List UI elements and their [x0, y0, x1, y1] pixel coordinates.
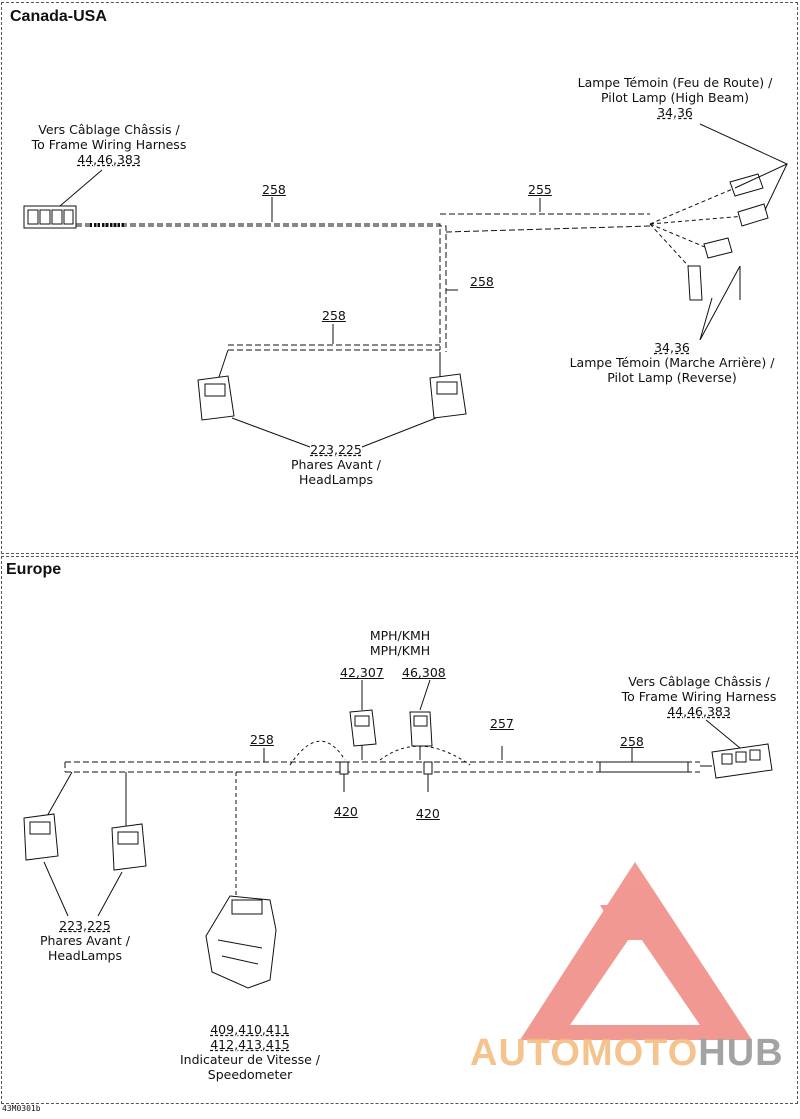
- frame-harness-label-bottom: Vers Câblage Châssis / To Frame Wiring H…: [604, 674, 794, 719]
- harness-europe: [64, 761, 700, 773]
- headlamps-en-top: HeadLamps: [299, 472, 373, 487]
- reverse-fr: Lampe Témoin (Marche Arrière) /: [569, 355, 775, 370]
- frame-harness-connector-bottom: [711, 743, 773, 779]
- wire-label-258-a: 258: [262, 182, 286, 197]
- speedometer-ref-1: 409,410,411: [210, 1022, 290, 1037]
- mph-label-b: MPH/KMH: [369, 643, 431, 658]
- sensor-a-ref: 42,307: [340, 665, 384, 680]
- harness-255: [440, 213, 651, 233]
- harness-258-main: [76, 223, 447, 352]
- watermark-auto: AUTO: [470, 1032, 581, 1074]
- frame-harness-fr: Vers Câblage Châssis /: [38, 122, 180, 137]
- mph-label-a: MPH/KMH: [369, 628, 431, 643]
- mph-sensor-connector-a: [349, 709, 377, 747]
- wire-label-255: 255: [528, 182, 552, 197]
- speedometer-connector: [205, 895, 277, 989]
- leader-high-beam: [699, 123, 789, 211]
- headlamp-drops: [217, 349, 441, 381]
- reverse-en: Pilot Lamp (Reverse): [607, 370, 737, 385]
- leader-headlamps-top: [231, 417, 437, 448]
- reverse-label: 34,36 Lampe Témoin (Marche Arrière) / Pi…: [548, 340, 796, 385]
- headlamp-drops-bottom: [45, 771, 127, 826]
- speedometer-en: Speedometer: [207, 1067, 293, 1082]
- clip-420-leaders: [343, 772, 429, 792]
- sensor-loop-wires: [289, 740, 471, 766]
- wire-label-258-c: 258: [322, 308, 346, 323]
- high-beam-ref: 34,36: [657, 105, 693, 120]
- headlamps-label-top: 223,225 Phares Avant / HeadLamps: [270, 442, 402, 487]
- watermark-moto: MOTO: [580, 1032, 699, 1074]
- mph-label: MPH/KMH MPH/KMH: [350, 628, 450, 658]
- frame-harness-ref-bottom: 44,46,383: [667, 704, 731, 719]
- mph-sensor-connector-b: [409, 711, 433, 747]
- headlamp-connector-left-top: [197, 375, 235, 421]
- wire-callouts-top: [271, 197, 541, 344]
- headlamps-ref-bottom: 223,225: [59, 918, 111, 933]
- wire-callouts-bottom: [263, 746, 633, 762]
- canada-usa-panel: [1, 2, 798, 554]
- clip-420-a: [339, 761, 349, 775]
- wire-label-258-b: 258: [470, 274, 494, 289]
- section-title-europe: Europe: [6, 561, 62, 578]
- wire-label-257: 257: [490, 716, 514, 731]
- watermark-text: AUTOMOTOHUB: [470, 1032, 784, 1075]
- europe-panel: [1, 556, 798, 1104]
- headlamps-fr-top: Phares Avant /: [290, 457, 382, 472]
- clip-label-420-a: 420: [334, 804, 358, 819]
- high-beam-fr: Lampe Témoin (Feu de Route) /: [577, 75, 773, 90]
- frame-harness-ref: 44,46,383: [77, 152, 141, 167]
- clip-420-b: [423, 761, 433, 775]
- headlamps-en-bottom: HeadLamps: [48, 948, 122, 963]
- leader-reverse: [699, 265, 741, 341]
- watermark-hub: HUB: [698, 1032, 784, 1074]
- headlamp-connector-left-bottom: [23, 813, 59, 861]
- harness-258-headlamp: [228, 344, 440, 351]
- pilot-lamp-high-beam-connectors: [729, 173, 769, 227]
- high-beam-label: Lampe Témoin (Feu de Route) / Pilot Lamp…: [560, 75, 790, 120]
- leader-frame-top: [59, 169, 103, 207]
- high-beam-en: Pilot Lamp (High Beam): [601, 90, 749, 105]
- wire-label-258-europe-a: 258: [250, 732, 274, 747]
- frame-harness-label-top: Vers Câblage Châssis / To Frame Wiring H…: [18, 122, 200, 167]
- clip-label-420-b: 420: [416, 806, 440, 821]
- figure-code: 43M0301b: [2, 1104, 41, 1113]
- speedometer-fr: Indicateur de Vitesse /: [179, 1052, 320, 1067]
- speedometer-label: 409,410,411 412,413,415 Indicateur de Vi…: [160, 1022, 340, 1082]
- leader-frame-bottom: [705, 719, 741, 749]
- pilot-lamp-wires: [649, 187, 746, 271]
- speedometer-ref-2: 412,413,415: [210, 1037, 290, 1052]
- headlamp-connector-right-top: [429, 373, 467, 419]
- headlamps-fr-bottom: Phares Avant /: [39, 933, 131, 948]
- headlamps-label-bottom: 223,225 Phares Avant / HeadLamps: [20, 918, 150, 963]
- frame-harness-connector-top: [23, 205, 77, 229]
- section-title-canada-usa: Canada-USA: [10, 8, 107, 25]
- watermark-logo: [520, 862, 752, 1040]
- sensor-b-ref: 46,308: [402, 665, 446, 680]
- sensor-drops: [361, 745, 421, 760]
- wire-label-258-europe-b: 258: [620, 734, 644, 749]
- frame-harness-fr-bottom: Vers Câblage Châssis /: [628, 674, 770, 689]
- frame-harness-en: To Frame Wiring Harness: [31, 137, 187, 152]
- harness-258-right-segment: [599, 761, 689, 773]
- headlamps-ref-top: 223,225: [310, 442, 362, 457]
- leader-headlamps-bottom: [43, 861, 123, 917]
- headlamp-connector-right-bottom: [111, 823, 147, 871]
- leader-sensors: [361, 679, 431, 711]
- frame-harness-en-bottom: To Frame Wiring Harness: [621, 689, 777, 704]
- reverse-ref: 34,36: [654, 340, 690, 355]
- pilot-lamp-reverse-connectors: [687, 237, 733, 301]
